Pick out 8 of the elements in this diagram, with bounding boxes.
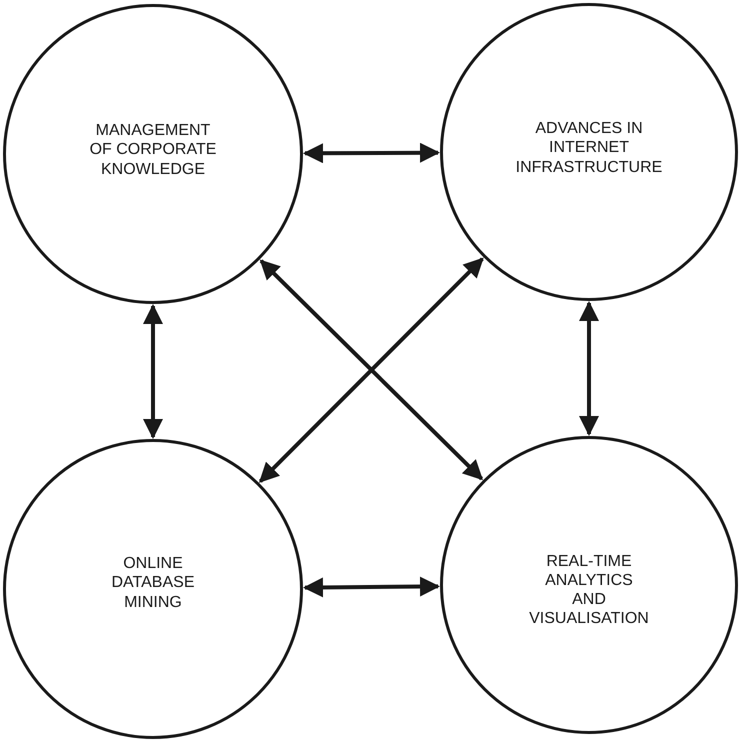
double-arrow bbox=[143, 304, 163, 439]
double-arrow bbox=[579, 301, 599, 436]
topic-label: REAL-TIME ANALYTICS AND VISUALISATION bbox=[529, 552, 649, 628]
topic-label: ONLINE DATABASE MINING bbox=[112, 554, 194, 612]
topic-label: ADVANCES IN INTERNET INFRASTRUCTURE bbox=[514, 119, 664, 177]
double-arrow bbox=[303, 142, 440, 164]
double-arrow bbox=[303, 576, 440, 598]
topic-label: MANAGEMENT OF CORPORATE KNOWLEDGE bbox=[88, 121, 218, 179]
